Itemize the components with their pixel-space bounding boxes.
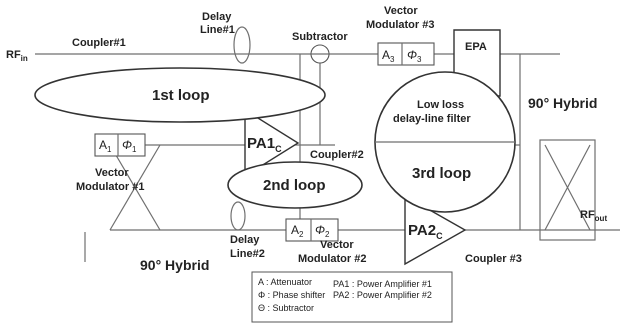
loop2-label: 2nd loop: [263, 177, 326, 194]
coupler2-label: Coupler#2: [310, 149, 364, 161]
a1-label: A1: [99, 138, 112, 154]
subtractor-label: Subtractor: [292, 31, 348, 43]
loop3-label: 3rd loop: [412, 165, 471, 182]
phi3-label: Φ3: [407, 48, 422, 64]
vector-modulator3-box: [377, 42, 435, 66]
epa-label: EPA: [465, 41, 487, 53]
pa2-label: PA2C: [408, 222, 443, 241]
rf-in-label: RFin: [6, 49, 28, 63]
legend-line2-a: Φ : Phase shifter: [258, 290, 325, 300]
delay-line1-coil: [233, 26, 251, 64]
rf-out-label: RFout: [580, 209, 607, 223]
loop1-label: 1st loop: [152, 87, 210, 104]
legend-line1-b: PA1 : Power Amplifier #1: [333, 279, 432, 289]
vm3-label-b: Modulator #3: [366, 19, 434, 31]
right-hybrid-box: [539, 139, 596, 241]
pa1-label: PA1C: [247, 135, 282, 154]
a2-label: A2: [291, 223, 304, 239]
loop2-ellipse: [227, 161, 363, 209]
vector-modulator2-box: [285, 218, 339, 242]
vm2-label-b: Modulator #2: [298, 253, 366, 265]
delay-line1-label-b: Line#1: [200, 24, 235, 36]
filter-label-b: delay-line filter: [393, 113, 471, 125]
loop1-ellipse: [34, 67, 326, 123]
filter-label-a: Low loss: [417, 99, 464, 111]
vm1-label-b: Modulator #1: [76, 181, 144, 193]
phi2-label: Φ2: [315, 223, 330, 239]
phi1-label: Φ1: [122, 138, 137, 154]
vm1-label-a: Vector: [95, 167, 129, 179]
legend-line3: Θ : Subtractor: [258, 303, 314, 313]
delay-line2-label-a: Delay: [230, 234, 260, 246]
a3-label: A3: [382, 48, 395, 64]
legend-line2-b: PA2 : Power Amplifier #2: [333, 290, 432, 300]
hybrid-right-label: 90° Hybrid: [528, 95, 597, 111]
hybrid-left-label: 90° Hybrid: [140, 257, 209, 273]
delay-line2-label-b: Line#2: [230, 248, 265, 260]
coupler1-label: Coupler#1: [72, 37, 126, 49]
coupler3-label: Coupler #3: [465, 253, 522, 265]
left-hybrid-cross-b: [109, 144, 161, 231]
vm3-label-a: Vector: [384, 5, 418, 17]
vm2-label-a: Vector: [320, 239, 354, 251]
legend-box: [251, 271, 453, 323]
vector-modulator1-box: [94, 133, 146, 157]
pa2-amplifier: [404, 194, 467, 266]
delay-line2-coil: [230, 201, 246, 231]
right-hybrid-cross-b: [544, 144, 591, 231]
delay-line1-label-a: Delay: [202, 11, 232, 23]
legend-line1-a: A : Attenuator: [258, 277, 312, 287]
pa1-amplifier: [244, 108, 300, 178]
